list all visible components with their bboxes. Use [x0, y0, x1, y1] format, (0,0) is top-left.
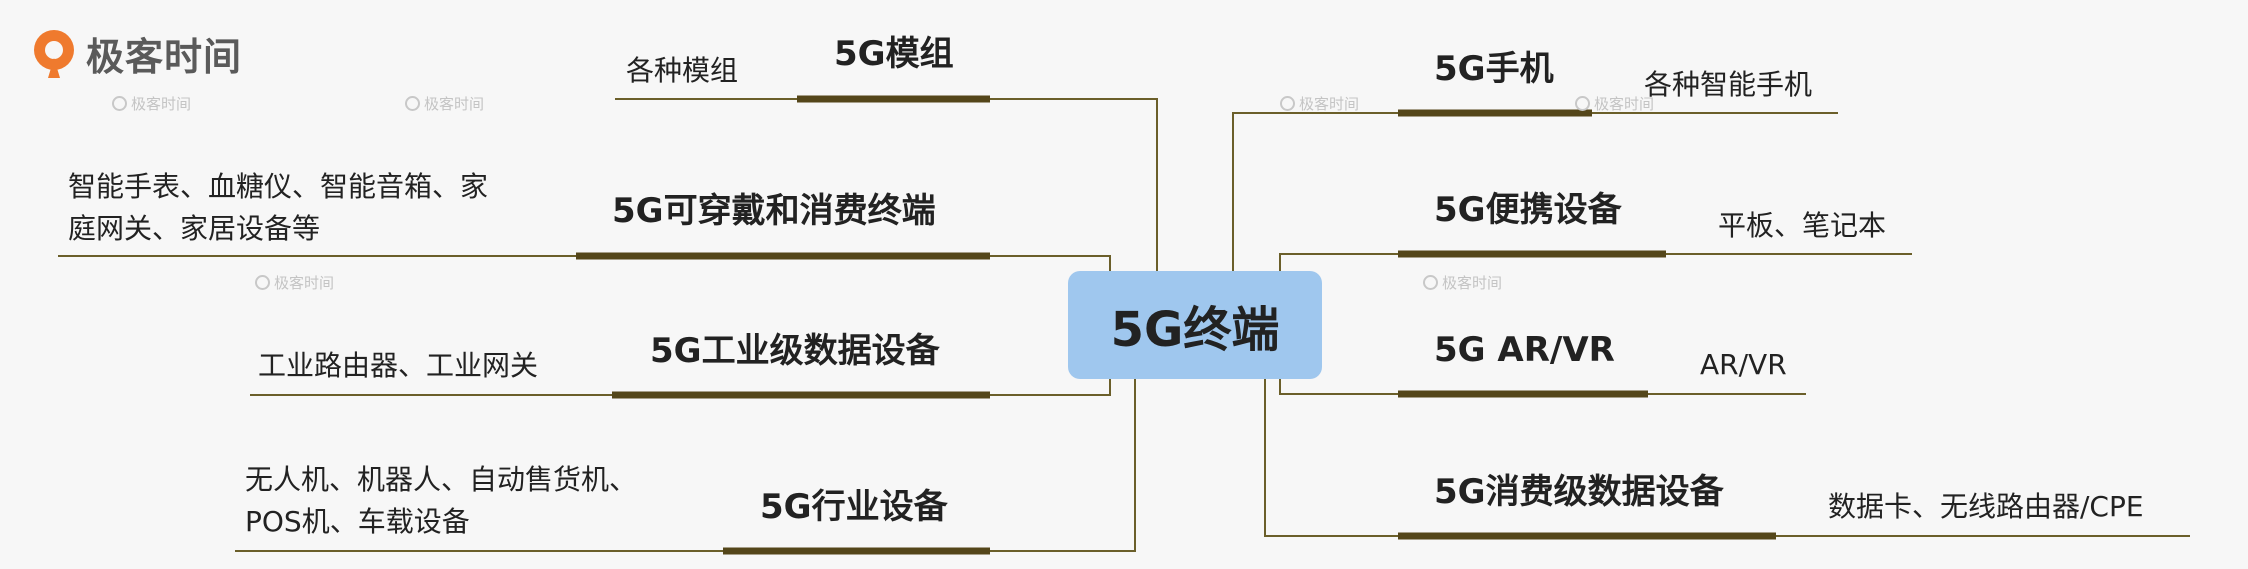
leaf-line: 庭网关、家居设备等	[68, 212, 321, 245]
connector-right-1	[1232, 112, 1838, 271]
brand-name: 极客时间	[86, 35, 243, 79]
brand-logo: 极客时间	[30, 26, 242, 81]
connector-left-4	[235, 379, 1136, 552]
connector-left-1	[615, 98, 1158, 271]
watermark: 极客时间	[1280, 93, 1359, 114]
branch-5g-wearable[interactable]: 5G可穿戴和消费终端	[612, 191, 936, 231]
leaf-5g-portable: 平板、笔记本	[1718, 205, 1886, 247]
leaf-5g-phone: 各种智能手机	[1644, 64, 1812, 106]
watermark-text: 极客时间	[274, 274, 335, 292]
branch-5g-module[interactable]: 5G模组	[834, 34, 954, 74]
center-node-label: 5G终端	[1110, 302, 1280, 358]
branch-5g-phone[interactable]: 5G手机	[1434, 49, 1554, 89]
leaf-line: POS机、车载设备	[245, 505, 470, 538]
connector-left-3	[250, 379, 1111, 396]
watermark-text: 极客时间	[1594, 95, 1655, 113]
watermark-text: 极客时间	[1442, 274, 1503, 292]
connector-right-2	[1279, 253, 1912, 271]
watermark-icon	[255, 275, 270, 290]
leaf-line: 各种模组	[626, 54, 739, 87]
center-node[interactable]: 5G终端	[1068, 271, 1322, 379]
watermark-text: 极客时间	[1299, 95, 1360, 113]
watermark-icon	[1423, 275, 1438, 290]
watermark-icon	[1280, 96, 1295, 111]
leaf-line: 平板、笔记本	[1718, 209, 1887, 242]
watermark-icon	[112, 96, 127, 111]
connector-left-2	[58, 255, 1111, 271]
leaf-5g-module: 各种模组	[626, 50, 738, 92]
leaf-5g-wearable: 智能手表、血糖仪、智能音箱、家 庭网关、家居设备等	[68, 166, 488, 250]
connector-right-4	[1264, 379, 2190, 537]
leaf-5g-ar-vr: AR/VR	[1700, 344, 1787, 386]
watermark-text: 极客时间	[131, 95, 192, 113]
leaf-5g-consumer-data: 数据卡、无线路由器/CPE	[1828, 486, 2144, 528]
leaf-line: 智能手表、血糖仪、智能音箱、家	[68, 170, 489, 203]
watermark: 极客时间	[1423, 272, 1502, 293]
branch-5g-portable[interactable]: 5G便携设备	[1434, 190, 1622, 230]
leaf-line: 工业路由器、工业网关	[258, 349, 539, 382]
watermark: 极客时间	[255, 272, 334, 293]
leaf-line: 数据卡、无线路由器/CPE	[1828, 490, 2144, 523]
geektime-logo-icon	[34, 29, 74, 78]
watermark-icon	[1575, 96, 1590, 111]
leaf-line: 无人机、机器人、自动售货机、	[245, 463, 638, 496]
leaf-line: 各种智能手机	[1644, 68, 1813, 101]
leaf-line: AR/VR	[1700, 348, 1787, 381]
branch-5g-industry-devices[interactable]: 5G行业设备	[760, 487, 948, 527]
leaf-5g-industry-devices: 无人机、机器人、自动售货机、 POS机、车载设备	[245, 459, 637, 543]
watermark: 极客时间	[405, 93, 484, 114]
branch-5g-consumer-data[interactable]: 5G消费级数据设备	[1434, 472, 1724, 512]
watermark-text: 极客时间	[424, 95, 485, 113]
watermark-icon	[405, 96, 420, 111]
leaf-5g-industrial-data: 工业路由器、工业网关	[258, 345, 538, 387]
branch-5g-ar-vr[interactable]: 5G AR/VR	[1434, 330, 1615, 370]
branch-5g-industrial-data[interactable]: 5G工业级数据设备	[650, 331, 940, 371]
watermark: 极客时间	[112, 93, 191, 114]
watermark: 极客时间	[1575, 93, 1654, 114]
